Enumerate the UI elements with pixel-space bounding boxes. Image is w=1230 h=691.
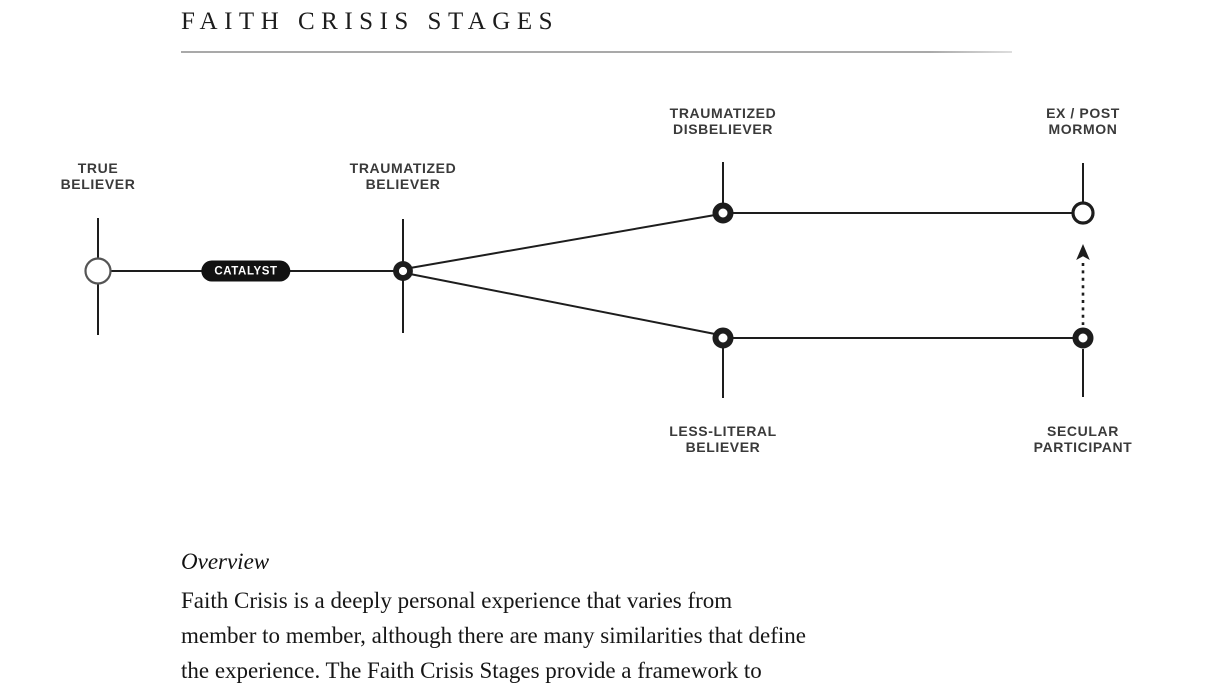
node-traumatized-disbeliever	[712, 202, 734, 224]
label-line: TRAUMATIZED	[349, 160, 457, 176]
overview-paragraph-line: the experience. The Faith Crisis Stages …	[181, 658, 762, 683]
label-line: BELIEVER	[365, 176, 441, 192]
label-line: PARTICIPANT	[1033, 439, 1133, 455]
node-ex-post-mormon	[1071, 201, 1095, 225]
arrowhead-up-icon	[1076, 244, 1090, 260]
label-line: BELIEVER	[685, 439, 761, 455]
overview-heading: Overview	[181, 549, 270, 574]
label-traumatized-disbeliever: TRAUMATIZED DISBELIEVER	[670, 105, 777, 137]
label-line: LESS-LITERAL	[669, 423, 777, 439]
label-line: EX / POST	[1046, 105, 1120, 121]
branch-to-less-literal	[409, 273, 716, 335]
node-less-literal-believer	[712, 327, 734, 349]
label-line: TRAUMATIZED	[669, 105, 777, 121]
overview-section: Overview Faith Crisis is a deeply person…	[181, 548, 806, 688]
branch-to-disbeliever	[409, 214, 716, 269]
label-ex-post-mormon: EX / POST MORMON	[1046, 105, 1120, 137]
node-secular-participant	[1072, 327, 1094, 349]
node-traumatized-believer	[393, 261, 413, 281]
overview-paragraph-line: member to member, although there are man…	[181, 623, 806, 648]
catalyst-badge: CATALYST	[201, 260, 291, 282]
label-line: TRUE	[77, 160, 119, 176]
page-title: FAITH CRISIS STAGES	[181, 8, 560, 35]
label-secular-participant: SECULAR PARTICIPANT	[1034, 423, 1133, 455]
label-traumatized-believer: TRAUMATIZED BELIEVER	[350, 160, 457, 192]
node-true-believer	[84, 257, 112, 285]
label-less-literal-believer: LESS-LITERAL BELIEVER	[669, 423, 777, 455]
overview-paragraph-line: Faith Crisis is a deeply personal experi…	[181, 588, 733, 613]
label-line: DISBELIEVER	[673, 121, 773, 137]
label-line: SECULAR	[1047, 423, 1119, 439]
label-line: MORMON	[1048, 121, 1118, 137]
label-true-believer: TRUE BELIEVER	[61, 160, 136, 192]
label-line: BELIEVER	[60, 176, 136, 192]
title-underline	[181, 51, 1012, 53]
